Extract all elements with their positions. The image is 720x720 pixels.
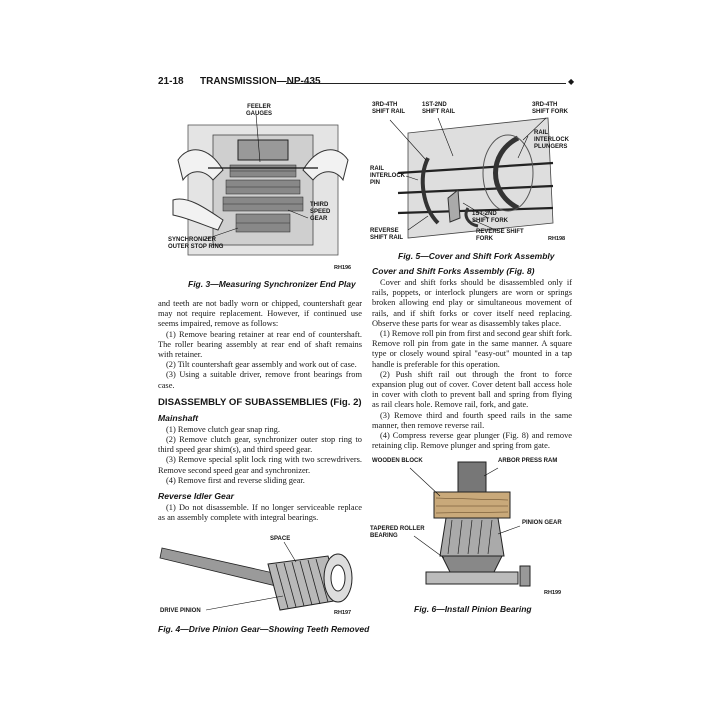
figure-4-code: RH197 (334, 610, 352, 616)
step: (1) Remove roll pin from first and secon… (372, 329, 572, 369)
install-pinion-bearing-illustration (409, 461, 531, 587)
step: (2) Remove clutch gear, synchronizer out… (158, 435, 362, 455)
step: (3) Using a suitable driver, remove fron… (158, 370, 362, 390)
figure-6-caption: Fig. 6—Install Pinion Bearing (414, 604, 532, 614)
diamond-icon: ◆ (568, 77, 575, 86)
figure-5: 3RD-4TH SHIFT RAIL 1ST-2ND SHIFT RAIL 3R… (368, 98, 578, 264)
label-wooden-block: WOODEN BLOCK (372, 458, 423, 464)
figure-5-caption: Fig. 5—Cover and Shift Fork Assembly (398, 251, 555, 261)
label-third-speed-gear: THIRD SPEED GEAR (310, 202, 331, 222)
label-1st-2nd-shift-rail: 1ST-2ND SHIFT RAIL (422, 102, 455, 115)
label-rail-interlock-plungers: RAIL INTERLOCK PLUNGERS (534, 130, 569, 150)
right-column-text: Cover and Shift Forks Assembly (Fig. 8) … (372, 266, 572, 451)
label-1st-2nd-shift-fork: 1ST-2ND SHIFT FORK (472, 211, 508, 224)
step: (1) Do not disassemble. If no longer ser… (158, 503, 362, 523)
label-synchronizer-stop-ring: SYNCHRONIZER OUTER STOP RING (168, 237, 224, 250)
step: (2) Push shift rail out through the fron… (372, 369, 572, 410)
label-pinion-gear: PINION GEAR (522, 520, 562, 526)
section-heading: DISASSEMBLY OF SUBASSEMBLIES (Fig. 2) (158, 396, 362, 408)
figure-4: SPACE DRIVE PINION RH197 Fig. 4—Drive Pi… (158, 534, 370, 638)
step: (2) Tilt countershaft gear assembly and … (166, 360, 357, 370)
label-tapered-roller-bearing: TAPERED ROLLER BEARING (370, 526, 425, 539)
step: (4) Compress reverse gear plunger (Fig. … (372, 431, 572, 451)
label-rail-interlock-pin: RAIL INTERLOCK PIN (370, 166, 405, 186)
label-reverse-shift-rail: REVERSE SHIFT RAIL (370, 228, 403, 241)
label-arbor-press-ram: ARBOR PRESS RAM (498, 458, 558, 464)
subsection-heading-mainshaft: Mainshaft (158, 412, 199, 423)
step: (3) Remove special split lock ring with … (158, 455, 362, 475)
step: (1) Remove bearing retainer at rear end … (158, 329, 362, 360)
subsection-heading-reverse-idler: Reverse Idler Gear (158, 491, 234, 502)
label-drive-pinion: DRIVE PINION (160, 608, 201, 614)
paragraph: and teeth are not badly worn or chipped,… (158, 299, 362, 329)
paragraph: Cover and shift forks should be disassem… (372, 278, 572, 328)
page-number: 21-18 (158, 76, 184, 87)
synchronizer-end-play-illustration (172, 113, 349, 256)
cover-shift-fork-illustration (389, 117, 554, 239)
label-3rd-4th-shift-fork: 3RD-4TH SHIFT FORK (532, 102, 568, 115)
figure-4-caption: Fig. 4—Drive Pinion Gear—Showing Teeth R… (158, 624, 370, 634)
figure-3-code: RH196 (334, 265, 352, 271)
header-rule (286, 83, 566, 84)
left-column-text: and teeth are not badly worn or chipped,… (158, 299, 362, 523)
figure-5-code: RH198 (548, 236, 566, 242)
step: (1) Remove clutch gear snap ring. (166, 424, 280, 434)
step: (4) Remove first and reverse sliding gea… (166, 475, 305, 485)
figure-6-code: RH199 (544, 590, 562, 596)
figure-3: FEELER GAUGES THIRD SPEED GEAR SYNCHRONI… (168, 100, 358, 290)
label-3rd-4th-shift-rail: 3RD-4TH SHIFT RAIL (372, 102, 405, 115)
running-head: 21-18 TRANSMISSION—NP-435 ◆ (158, 76, 576, 90)
header-title: TRANSMISSION—NP-435 (200, 76, 321, 87)
subsection-heading-cover-shift-forks: Cover and Shift Forks Assembly (Fig. 8) (372, 266, 535, 276)
label-reverse-shift-fork: REVERSE SHIFT FORK (476, 229, 524, 242)
figure-3-caption: Fig. 3—Measuring Synchronizer End Play (188, 279, 356, 289)
drive-pinion-illustration (159, 541, 353, 611)
figure-6: WOODEN BLOCK ARBOR PRESS RAM TAPERED ROL… (370, 456, 576, 616)
step: (3) Remove third and fourth speed rails … (372, 410, 572, 430)
label-space: SPACE (270, 536, 291, 542)
label-feeler-gauges: FEELER GAUGES (246, 104, 273, 117)
